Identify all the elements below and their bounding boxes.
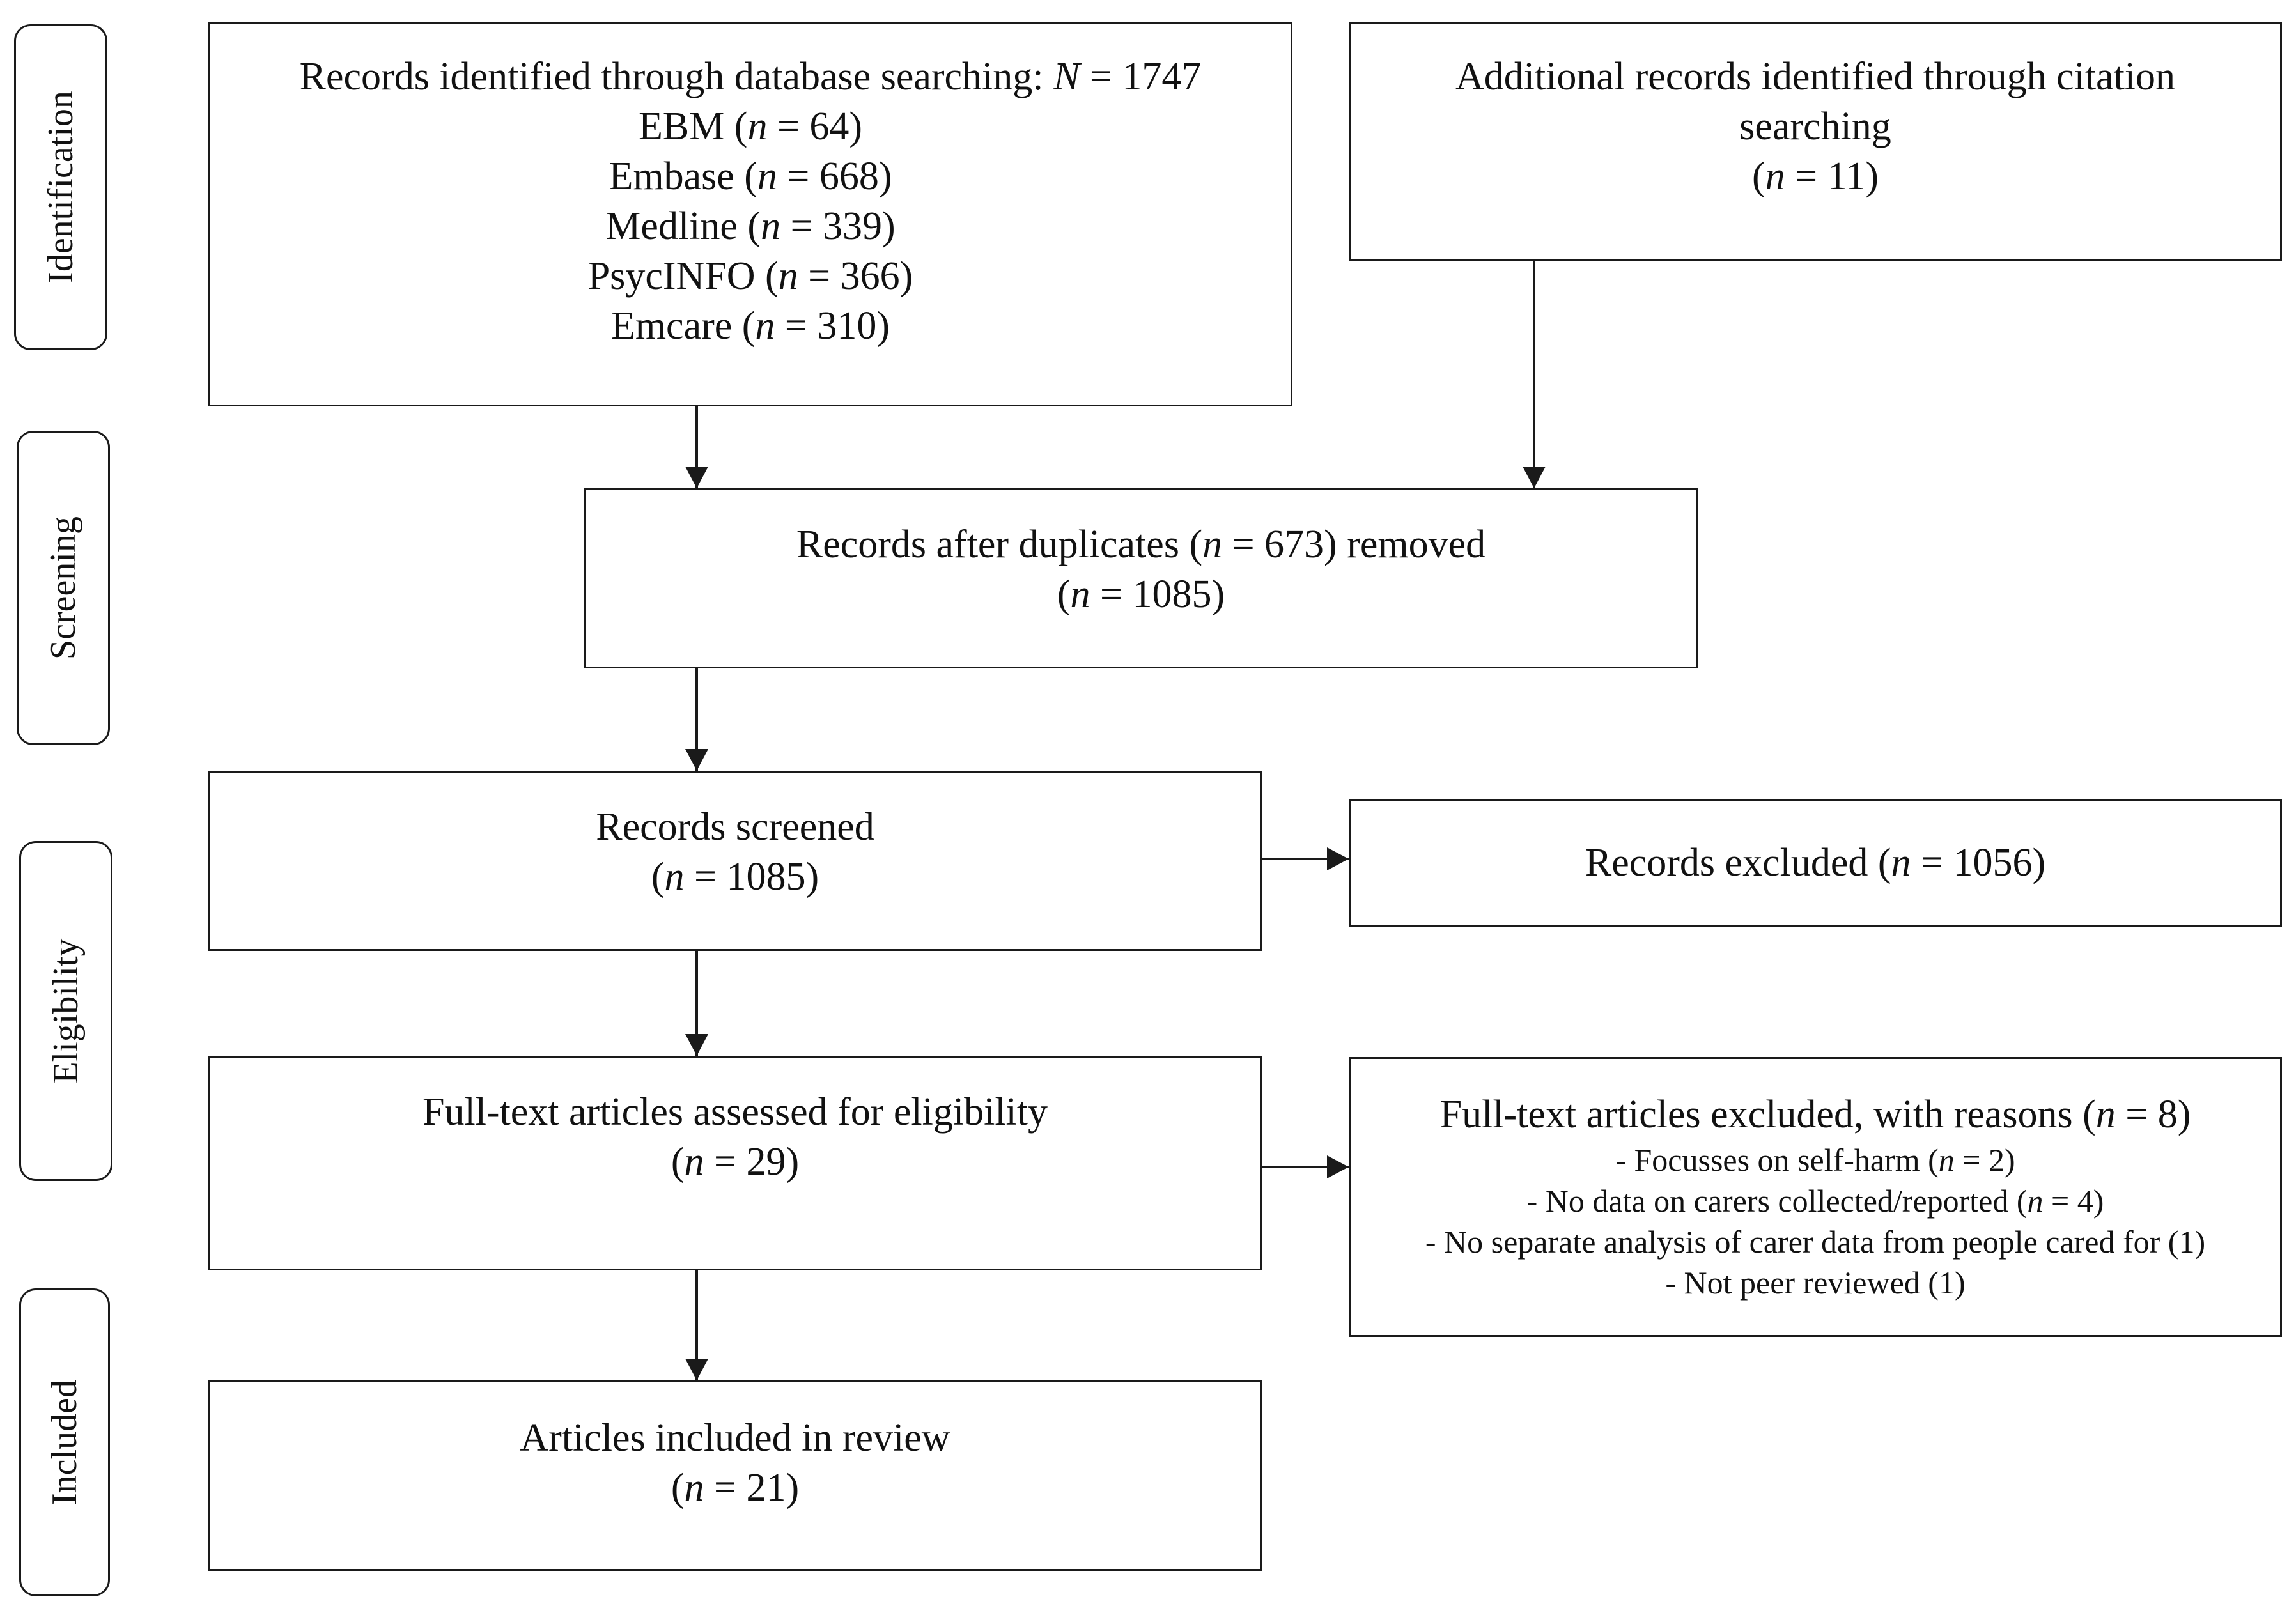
arrowhead-duplicates-to-screened	[685, 749, 708, 771]
stage-eligibility: Eligibility	[19, 841, 112, 1181]
stage-included: Included	[19, 1288, 110, 1596]
arrowhead-citation-to-duplicates	[1523, 467, 1546, 488]
records-screened-title: Records screened	[596, 805, 874, 849]
records-screened-count: (n = 1085)	[651, 855, 819, 899]
articles-included-title: Articles included in review	[520, 1416, 950, 1460]
source-emcare: Emcare (n = 310)	[610, 304, 890, 348]
fulltext-assessed-count: (n = 29)	[671, 1140, 800, 1184]
arrowhead-screened-to-fulltext	[685, 1034, 708, 1056]
records-excluded-box: Records excluded (n = 1056)	[1349, 799, 2282, 927]
arrowhead-fulltext-to-fulltext-excluded	[1327, 1155, 1349, 1178]
fulltext-assessed-title: Full-text articles assessed for eligibil…	[422, 1090, 1048, 1134]
citation-search-line1: Additional records identified through ci…	[1455, 55, 2176, 98]
exclusion-reason-no-separate-analysis: - No separate analysis of carer data fro…	[1425, 1224, 2206, 1260]
arrowhead-fulltext-to-included	[685, 1359, 708, 1380]
stage-identification: Identification	[14, 24, 107, 350]
stage-screening: Screening	[17, 431, 110, 745]
arrowhead-screened-to-excluded	[1327, 847, 1349, 870]
fulltext-excluded-box: Full-text articles excluded, with reason…	[1349, 1057, 2282, 1337]
fulltext-assessed-box: Full-text articles assessed for eligibil…	[208, 1056, 1262, 1270]
source-psycinfo: PsycINFO (n = 366)	[587, 254, 913, 298]
duplicates-removed-text: Records after duplicates (n = 673) remov…	[796, 523, 1486, 566]
records-excluded-text: Records excluded (n = 1056)	[1585, 841, 2046, 884]
articles-included-box: Articles included in review (n = 21)	[208, 1380, 1262, 1571]
exclusion-reason-not-peer-reviewed: - Not peer reviewed (1)	[1665, 1265, 1966, 1301]
fulltext-excluded-title: Full-text articles excluded, with reason…	[1439, 1093, 2191, 1136]
arrowhead-database-to-duplicates	[685, 467, 708, 488]
source-medline: Medline (n = 339)	[605, 205, 896, 248]
source-embase: Embase (n = 668)	[609, 155, 892, 198]
exclusion-reason-self-harm: - Focusses on self-harm (n = 2)	[1615, 1142, 2015, 1178]
citation-search-count: (n = 11)	[1752, 155, 1879, 198]
database-search-title: Records identified through database sear…	[299, 55, 1202, 98]
source-ebm: EBM (n = 64)	[638, 105, 863, 148]
records-screened-box: Records screened (n = 1085)	[208, 771, 1262, 951]
articles-included-count: (n = 21)	[671, 1466, 800, 1509]
duplicates-removed-count: (n = 1085)	[1057, 573, 1225, 616]
citation-search-box: Additional records identified through ci…	[1349, 22, 2282, 261]
citation-search-line2: searching	[1739, 105, 1891, 148]
exclusion-reason-no-carer-data: - No data on carers collected/reported (…	[1526, 1183, 2104, 1219]
duplicates-removed-box: Records after duplicates (n = 673) remov…	[584, 488, 1698, 668]
database-search-box: Records identified through database sear…	[208, 22, 1292, 406]
